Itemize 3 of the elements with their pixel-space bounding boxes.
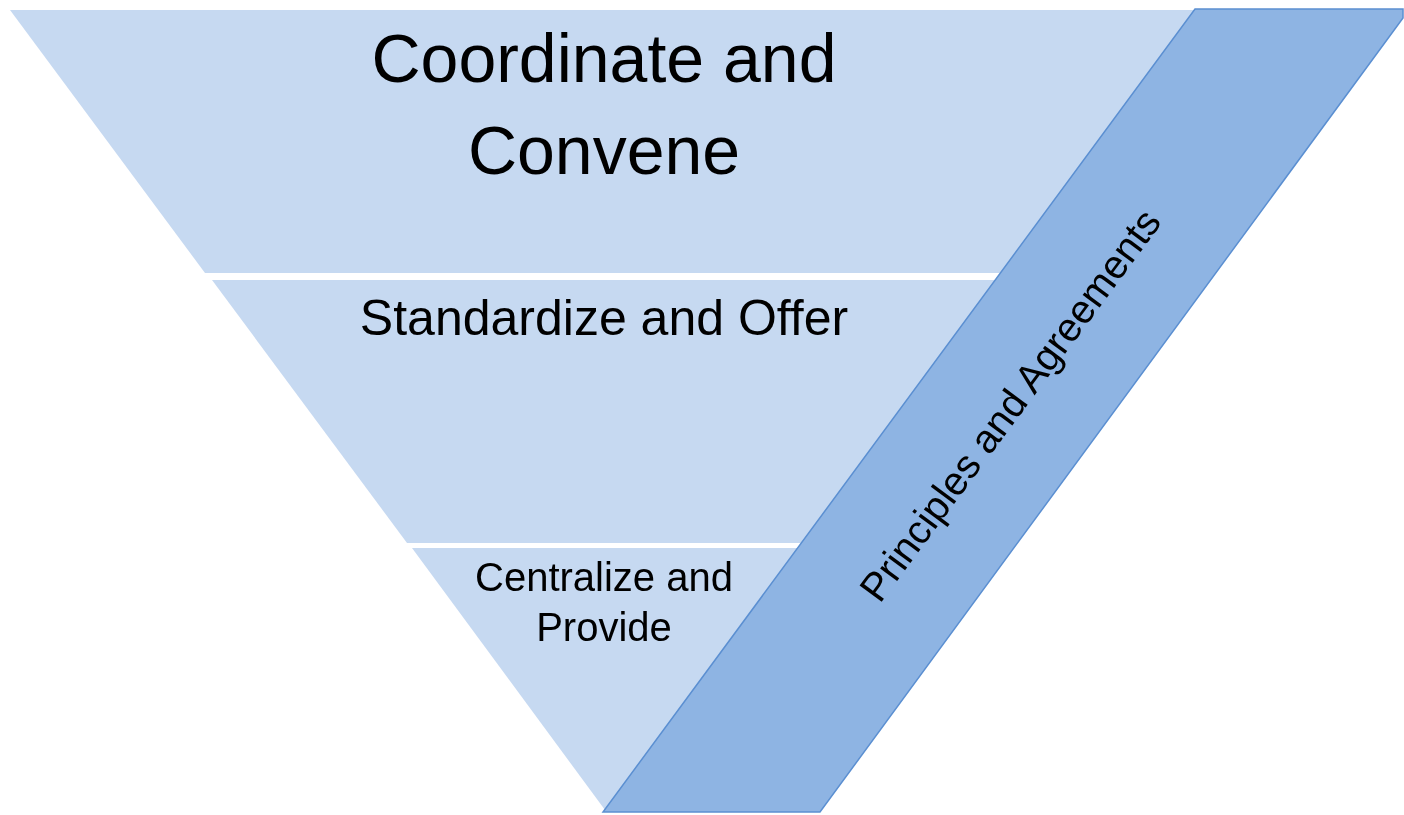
- tier-label: Coordinate and Convene: [370, 19, 838, 190]
- tier-label: Centralize and Provide: [474, 554, 734, 651]
- tier-label: Standardize and Offer: [358, 289, 850, 348]
